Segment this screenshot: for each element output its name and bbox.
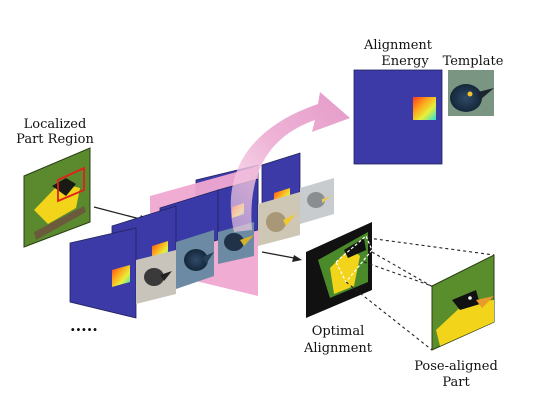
localized-label-line2: Part Region <box>16 132 94 147</box>
optimal-alignment-label-line2: Alignment <box>303 341 373 356</box>
template-image <box>448 70 494 116</box>
candidate-panel-front <box>69 227 176 319</box>
localized-label-line1: Localized <box>24 117 87 132</box>
part-bounding-box <box>57 166 85 203</box>
more-candidates-ellipsis: ..... <box>70 316 98 335</box>
localized-part-image <box>23 147 91 248</box>
aligned-region-box <box>335 235 373 284</box>
projection-lines <box>345 237 495 351</box>
optimal-alignment-label-line1: Optimal <box>312 324 365 339</box>
pose-aligned-label-line1: Pose-aligned <box>414 359 498 374</box>
pose-aligned-label-line2: Part <box>442 375 470 390</box>
pose-aligned-part-image <box>431 254 495 351</box>
alignment-energy-label-line2: Energy <box>381 54 429 69</box>
template-label: Template <box>443 54 504 69</box>
arrow-right-icon <box>261 251 302 262</box>
curved-arrow-icon <box>230 92 350 232</box>
alignment-energy-label-line1: Alignment <box>363 38 433 53</box>
optimal-alignment-image <box>306 222 373 318</box>
alignment-energy-map <box>353 69 443 165</box>
